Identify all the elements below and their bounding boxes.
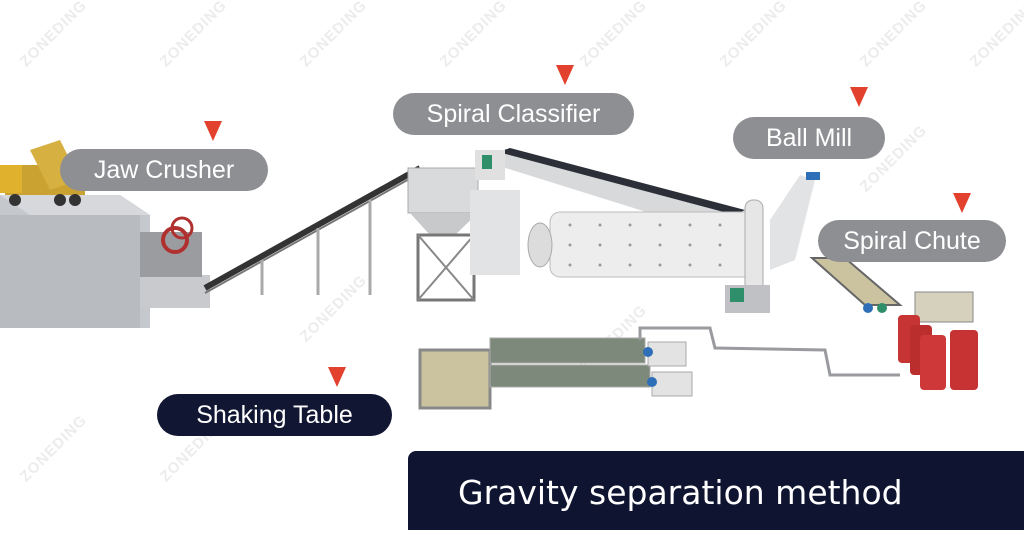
ball-mill-marker-icon — [850, 87, 868, 107]
spiral-chute-marker-icon — [953, 193, 971, 213]
jaw-crusher-label: Jaw Crusher — [60, 149, 268, 191]
ball-mill-machine — [527, 172, 820, 313]
belt-conveyor — [203, 165, 422, 295]
shaking-table-label: Shaking Table — [157, 394, 392, 436]
spiral-classifier-marker-icon — [556, 65, 574, 85]
title-banner: Gravity separation method — [408, 451, 1024, 530]
shaking-table-machine — [418, 326, 900, 410]
ball-mill-label: Ball Mill — [733, 117, 885, 159]
shaking-table-marker-icon — [328, 367, 346, 387]
jaw-crusher-marker-icon — [204, 121, 222, 141]
feed-hopper — [407, 167, 479, 302]
spiral-chute-label: Spiral Chute — [818, 220, 1006, 262]
spiral-classifier-label: Spiral Classifier — [393, 93, 634, 135]
spiral-chute-machine — [809, 257, 978, 390]
